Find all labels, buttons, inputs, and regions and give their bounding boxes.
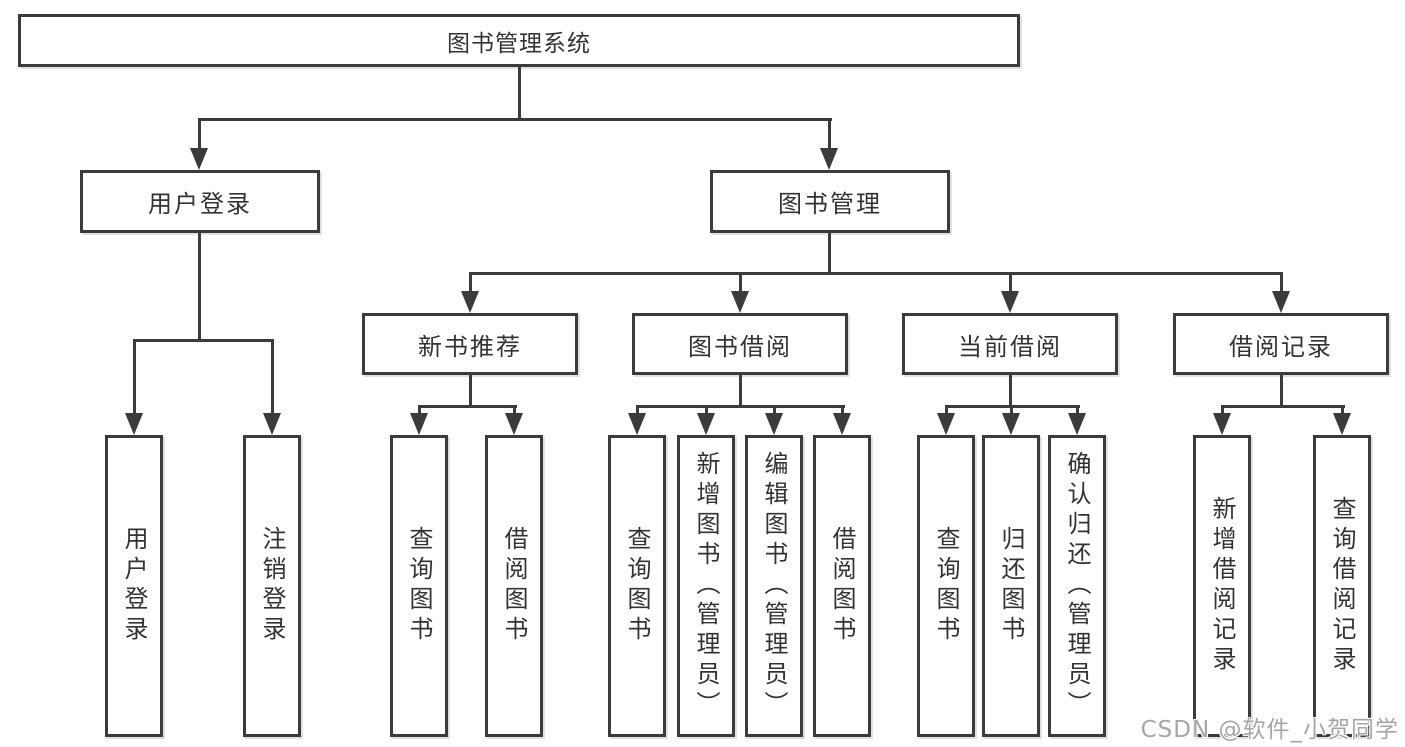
arrow-down-icon xyxy=(410,413,428,435)
node-label: 图书管理 xyxy=(778,190,882,218)
connector-line xyxy=(133,339,274,342)
arrow-down-icon xyxy=(765,413,783,435)
leaf-return-books: 归还图书 xyxy=(982,435,1040,737)
node-label: 新增图书（管理员） xyxy=(692,451,720,721)
arrow-down-icon xyxy=(190,148,208,170)
connector-line xyxy=(1009,375,1012,407)
node-user-login: 用户登录 xyxy=(80,170,320,233)
arrow-down-icon xyxy=(1001,291,1019,313)
node-library-management-system: 图书管理系统 xyxy=(18,14,1020,67)
arrow-down-icon xyxy=(1213,413,1231,435)
connector-line xyxy=(945,405,1080,408)
arrow-down-icon xyxy=(1068,413,1086,435)
connector-line xyxy=(271,341,274,425)
leaf-query-books-borrowing: 查询图书 xyxy=(608,435,666,737)
leaf-add-books-admin: 新增图书（管理员） xyxy=(677,435,735,737)
arrow-down-icon xyxy=(820,148,838,170)
node-label: 图书借阅 xyxy=(688,332,792,361)
leaf-borrow-books-recommend: 借阅图书 xyxy=(485,435,543,737)
node-label: 当前借阅 xyxy=(958,332,1062,361)
node-current-borrowing: 当前借阅 xyxy=(902,313,1118,375)
node-label: 确认归还（管理员） xyxy=(1063,451,1091,721)
connector-line xyxy=(636,405,845,408)
node-book-borrowing: 图书借阅 xyxy=(632,313,848,375)
arrow-down-icon xyxy=(833,413,851,435)
node-label: 新增借阅记录 xyxy=(1208,496,1236,676)
connector-line xyxy=(469,375,472,407)
arrow-down-icon xyxy=(697,413,715,435)
connector-line xyxy=(828,120,831,158)
watermark: CSDN @软件_小贺同学 xyxy=(1140,717,1399,743)
node-label: 查询图书 xyxy=(405,526,433,646)
connector-line xyxy=(418,405,517,408)
leaf-query-books-recommend: 查询图书 xyxy=(390,435,448,737)
connector-line xyxy=(828,233,831,274)
connector-line xyxy=(1221,405,1345,408)
connector-line xyxy=(133,341,136,425)
node-label: 注销登录 xyxy=(258,526,286,646)
arrow-down-icon xyxy=(505,413,523,435)
leaf-add-borrow-record: 新增借阅记录 xyxy=(1193,435,1251,737)
node-new-book-recommendation: 新书推荐 xyxy=(362,313,578,375)
arrow-down-icon xyxy=(461,291,479,313)
connector-line xyxy=(198,120,201,158)
node-borrowing-records: 借阅记录 xyxy=(1173,313,1389,375)
arrow-down-icon xyxy=(125,413,143,435)
connector-line xyxy=(469,274,472,298)
arrow-down-icon xyxy=(731,291,749,313)
connector-line xyxy=(1280,274,1283,298)
arrow-down-icon xyxy=(937,413,955,435)
node-label: 图书管理系统 xyxy=(447,30,591,57)
connector-line xyxy=(739,274,742,298)
node-label: 编辑图书（管理员） xyxy=(760,451,788,721)
leaf-query-borrow-record: 查询借阅记录 xyxy=(1313,435,1371,737)
arrow-down-icon xyxy=(1002,413,1020,435)
connector-line xyxy=(518,66,521,120)
node-label: 查询图书 xyxy=(932,526,960,646)
arrow-down-icon xyxy=(628,413,646,435)
node-label: 借阅图书 xyxy=(828,526,856,646)
node-label: 借阅记录 xyxy=(1229,332,1333,361)
arrow-down-icon xyxy=(263,413,281,435)
connector-line xyxy=(1280,375,1283,407)
connector-line xyxy=(198,118,832,121)
connector-line xyxy=(739,375,742,407)
leaf-query-books-current: 查询图书 xyxy=(917,435,975,737)
node-label: 新书推荐 xyxy=(418,332,522,361)
leaf-edit-books-admin: 编辑图书（管理员） xyxy=(745,435,803,737)
leaf-user-login: 用户登录 xyxy=(105,435,163,737)
arrow-down-icon xyxy=(1272,291,1290,313)
node-book-management: 图书管理 xyxy=(710,170,950,233)
arrow-down-icon xyxy=(1333,413,1351,435)
leaf-borrow-books: 借阅图书 xyxy=(813,435,871,737)
node-label: 查询借阅记录 xyxy=(1328,496,1356,676)
node-label: 用户登录 xyxy=(120,526,148,646)
leaf-logout: 注销登录 xyxy=(243,435,301,737)
connector-line xyxy=(469,272,1283,275)
connector-line xyxy=(1009,274,1012,298)
node-label: 借阅图书 xyxy=(500,526,528,646)
node-label: 用户登录 xyxy=(148,190,252,218)
leaf-confirm-return-admin: 确认归还（管理员） xyxy=(1048,435,1106,737)
node-label: 归还图书 xyxy=(997,526,1025,646)
connector-line xyxy=(198,233,201,341)
node-label: 查询图书 xyxy=(623,526,651,646)
